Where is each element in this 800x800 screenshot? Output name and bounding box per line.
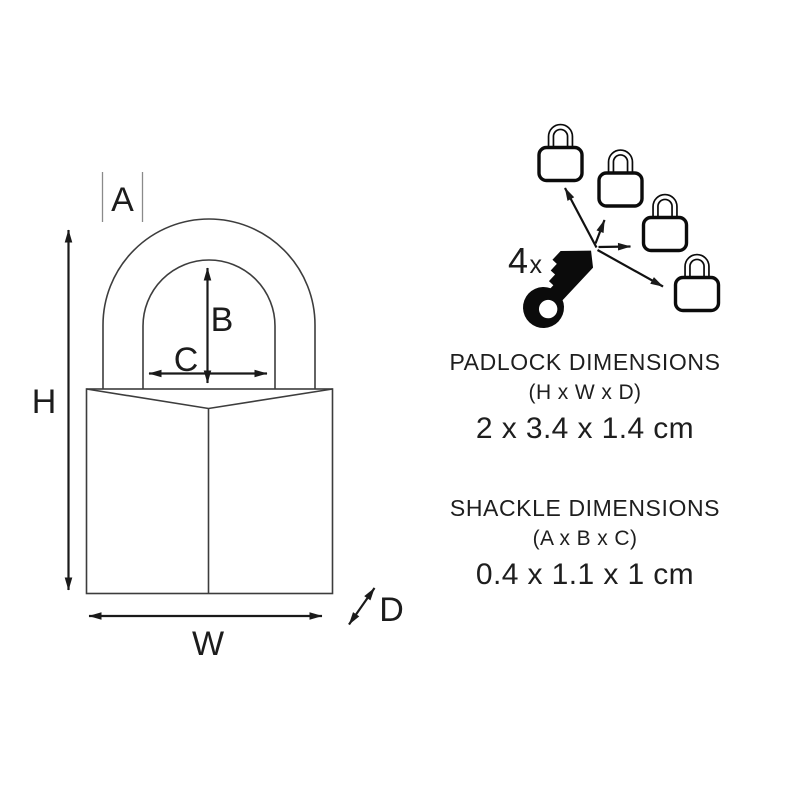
label-c: C xyxy=(174,341,199,379)
padlock-body-bevel-lines xyxy=(86,388,333,410)
arrow-to-padlock-2 xyxy=(594,219,606,244)
dimension-arrows xyxy=(64,172,376,626)
padlock-dimensions-value: 2 x 3.4 x 1.4 cm xyxy=(475,412,695,445)
padlock-dimensions-axes: (H x W x D) xyxy=(528,381,642,404)
shackle-outer-arc xyxy=(102,218,316,389)
multipack-count-multiplier: x xyxy=(530,251,543,279)
arrow-to-padlock-4 xyxy=(596,249,664,288)
padlock-technical-drawing xyxy=(85,218,334,595)
shackle-dimensions-value: 0.4 x 1.1 x 1 cm xyxy=(475,558,695,591)
multipack-arrows xyxy=(564,187,664,288)
multipack-count: 4 x xyxy=(508,240,543,281)
label-b: B xyxy=(211,301,234,339)
padlock-dimensions-title: PADLOCK DIMENSIONS xyxy=(449,349,721,375)
label-h: H xyxy=(32,383,57,421)
arrow-to-padlock-1 xyxy=(564,187,598,249)
padlock-body-outline xyxy=(85,388,334,595)
multipack-illustration: 4 x xyxy=(508,127,719,328)
arrow-to-padlock-3 xyxy=(598,242,631,251)
label-d: D xyxy=(379,591,404,629)
padlock-icon xyxy=(599,153,642,207)
multipack-count-number: 4 xyxy=(508,240,528,281)
dimension-d-arrow xyxy=(348,587,376,626)
key-icon xyxy=(523,250,594,328)
padlock-dimensions-spec: PADLOCK DIMENSIONS (H x W x D) 2 x 3.4 x… xyxy=(425,348,745,448)
shackle-dimensions-title: SHACKLE DIMENSIONS xyxy=(449,495,721,521)
shackle-inner-arc xyxy=(142,259,276,389)
shackle-dimensions-spec: SHACKLE DIMENSIONS (A x B x C) 0.4 x 1.1… xyxy=(425,494,745,594)
label-a: A xyxy=(111,181,134,219)
shackle-dimensions-axes: (A x B x C) xyxy=(532,527,638,550)
padlock-icon xyxy=(539,127,582,181)
padlock-icon xyxy=(644,197,687,251)
dimension-labels: A B C H W D xyxy=(32,181,404,663)
padlock-icon xyxy=(676,257,719,311)
label-w: W xyxy=(192,625,224,663)
